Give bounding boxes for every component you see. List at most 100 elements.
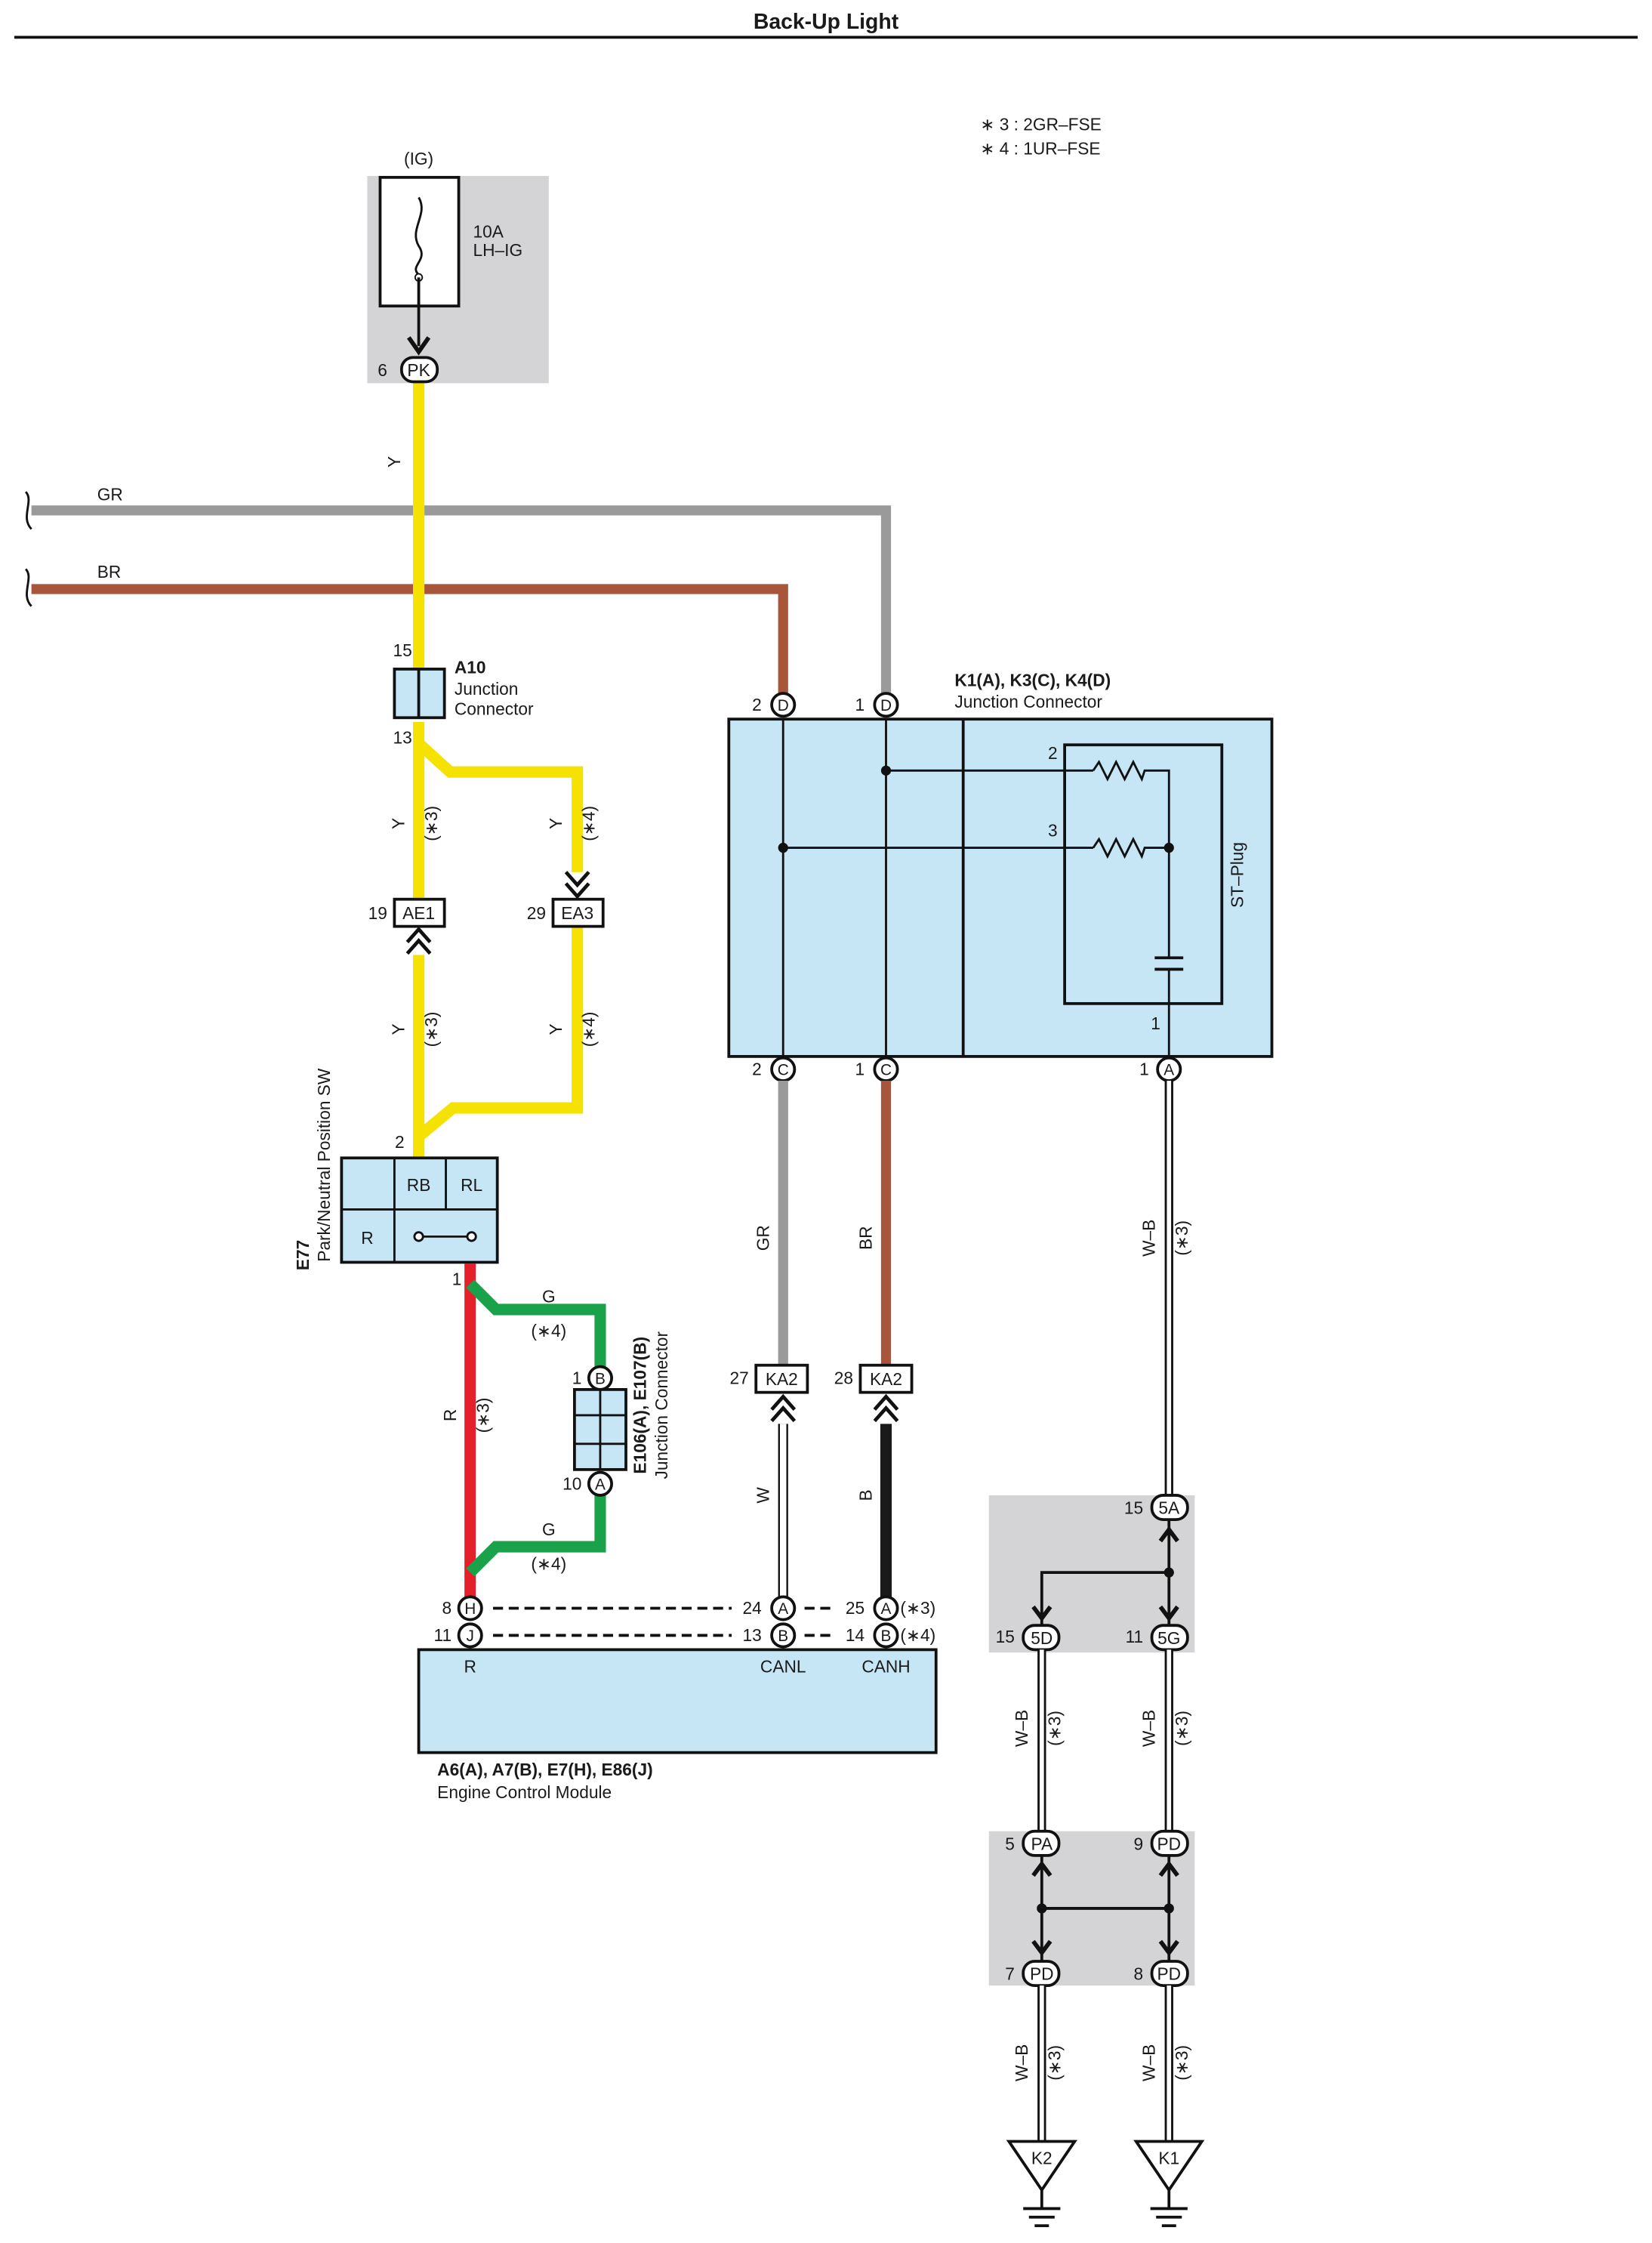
wire-label-r: R [440, 1409, 460, 1421]
terminal-pk [399, 356, 439, 384]
wire-label-y: Y [384, 456, 404, 467]
terminal-label: PD [1157, 1964, 1181, 1984]
fuse-name: LH–IG [473, 240, 522, 260]
terminal-ea3 [551, 897, 605, 928]
terminal-ka2-28 [858, 1363, 914, 1394]
junction-arrow-icon [1158, 1939, 1179, 1957]
terminal-label: 5G [1157, 1628, 1180, 1648]
note-mark-3: (∗3) [1172, 1711, 1191, 1746]
e106-pin-10: 10 [562, 1473, 581, 1493]
wire-y-lower-right [415, 926, 584, 1141]
wire-label-y: Y [389, 818, 408, 829]
e77-pin-1: 1 [452, 1270, 462, 1289]
note-mark-4: (∗4) [900, 1625, 935, 1645]
wire-label-b: B [856, 1489, 876, 1501]
terminal-label: 5A [1158, 1498, 1180, 1518]
note-mark-3: (∗3) [421, 806, 441, 841]
wire-br [31, 584, 788, 696]
terminal-e106-a-label: A [595, 1476, 606, 1493]
fuse-arrow-icon [406, 336, 431, 356]
terminal-label: A [1163, 1061, 1174, 1078]
terminal-ka2-label: KA2 [766, 1369, 798, 1389]
ka2-chevron-icon [770, 1393, 797, 1423]
note-mark-4: (∗4) [531, 1321, 566, 1341]
label-br: BR [97, 562, 122, 582]
wire-label-br: BR [856, 1226, 876, 1250]
ecm-box [417, 1648, 938, 1754]
terminal-label: B [881, 1627, 892, 1645]
a10-id: A10 [455, 658, 486, 677]
terminal-ea3-label: EA3 [561, 903, 593, 923]
terminal-e106-b-label: B [595, 1370, 606, 1387]
ecm-pin: 8 [442, 1598, 452, 1618]
note-mark-4: (∗4) [578, 806, 598, 841]
note-mark-4: (∗4) [578, 1012, 598, 1047]
ecm-pin: 24 [743, 1598, 762, 1618]
wire-gr [31, 505, 892, 696]
st-plug-label: ST–Plug [1228, 842, 1247, 908]
terminal-label: H [464, 1600, 476, 1618]
page-title: Back-Up Light [754, 10, 899, 34]
a10-label-1: Junction [455, 679, 519, 699]
wire-g-lower [466, 1495, 606, 1577]
terminal-ka2-27 [754, 1363, 809, 1394]
terminal-ae1-label: AE1 [402, 903, 435, 923]
ecm-name: Engine Control Module [437, 1782, 612, 1802]
note-mark-3: (∗3) [1172, 2045, 1191, 2081]
ecm-canl: CANL [760, 1657, 806, 1677]
terminal-label: J [467, 1627, 474, 1645]
terminal-ecm-a [770, 1595, 797, 1621]
terminal-ecm-h [457, 1595, 483, 1621]
wire-label-wb: W–B [1139, 1710, 1158, 1747]
wire-label-gr: GR [753, 1225, 772, 1251]
junc2-pin: 8 [1134, 1964, 1144, 1984]
wire-label-g: G [542, 1520, 556, 1539]
e77-r: R [361, 1228, 373, 1248]
ecm-canh: CANH [861, 1657, 910, 1677]
wire-label-wb: W–B [1139, 2044, 1158, 2081]
terminal-ecm-j [457, 1622, 483, 1649]
terminal-label: PD [1157, 1834, 1181, 1853]
wire-label-wb: W–B [1012, 1710, 1031, 1747]
ig-label: (IG) [404, 149, 433, 168]
note-3: ∗ 3 : 2GR–FSE [980, 114, 1101, 134]
wire-label-wb: W–B [1139, 1220, 1158, 1257]
junc1-pin: 15 [1124, 1498, 1143, 1518]
wire-g-upper [466, 1279, 606, 1367]
k1-bot-pin: 1 [855, 1059, 865, 1078]
junc2-pin: 5 [1005, 1834, 1015, 1853]
switch-contact-icon [413, 1231, 424, 1242]
terminal-ka2-label: KA2 [870, 1369, 902, 1389]
st-plug-pin-2: 2 [1048, 743, 1058, 763]
junction-arrow-icon [1158, 1860, 1179, 1877]
junc2-pin: 9 [1134, 1834, 1144, 1853]
a10-pin-out: 13 [393, 727, 412, 747]
ecm-pin: 13 [743, 1625, 762, 1645]
e77-rl: RL [461, 1175, 482, 1195]
e77-name: Park/Neutral Position SW [314, 1068, 334, 1262]
terminal-k1-top-d [873, 692, 899, 718]
wire-label-wb: W–B [1012, 2044, 1031, 2081]
ka2-pin-28: 28 [834, 1368, 853, 1387]
e77-rb: RB [407, 1175, 431, 1195]
st-plug [1063, 743, 1224, 1005]
terminal-label: PA [1031, 1834, 1053, 1853]
note-mark-3: (∗3) [421, 1012, 441, 1047]
note-mark-3: (∗3) [1172, 1220, 1191, 1256]
resistor-icon [1092, 759, 1170, 848]
wire-label-y: Y [546, 818, 566, 829]
a10-label-2: Connector [455, 699, 534, 719]
e106-name: Junction Connector [652, 1331, 671, 1479]
terminal-ecm-b [873, 1622, 899, 1649]
ae1-chevron-icon [405, 926, 432, 955]
terminal-label: C [880, 1061, 892, 1078]
terminal-label: C [778, 1061, 789, 1078]
ea3-chevron-icon [564, 871, 590, 899]
terminal-pk-label: PK [407, 360, 430, 380]
ground-k2-icon [1006, 2140, 1077, 2193]
ground-k1-label: K1 [1158, 2149, 1179, 2168]
terminal-label: A [881, 1600, 892, 1618]
terminal-label: D [778, 697, 789, 714]
switch-contact-icon [466, 1231, 477, 1242]
